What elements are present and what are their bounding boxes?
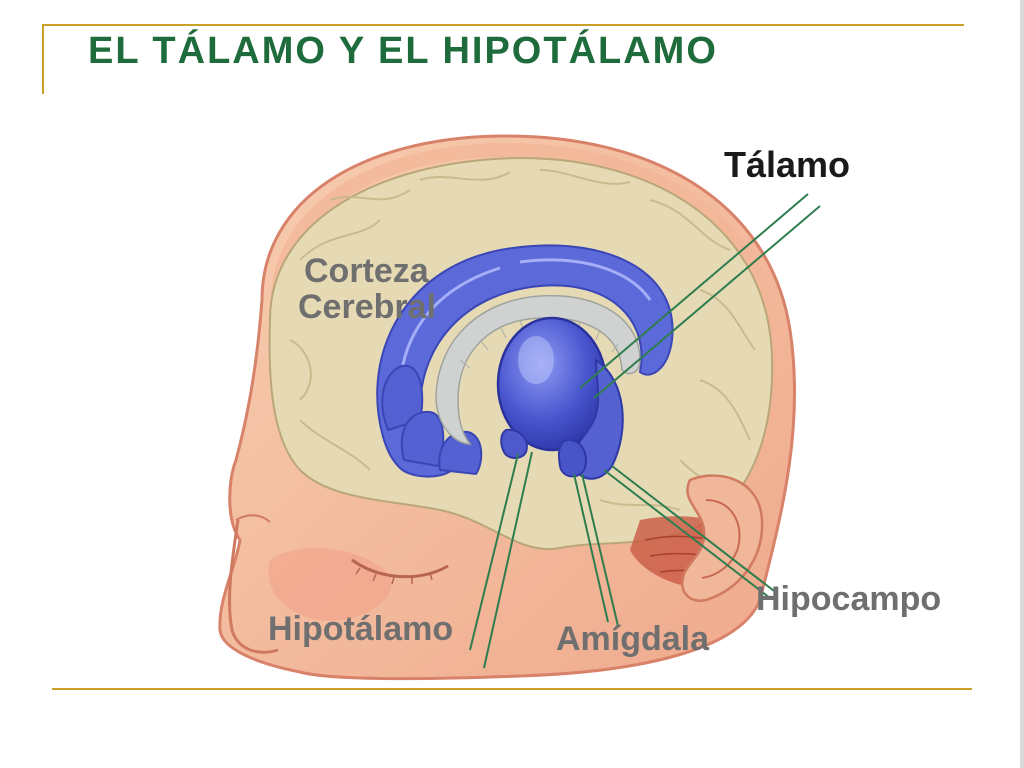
limbic-arc-lobes bbox=[381, 364, 483, 476]
label-hypothalamus: Hipotálamo bbox=[268, 610, 454, 648]
ear bbox=[681, 474, 764, 602]
leader-lines bbox=[469, 193, 821, 669]
label-thalamus: Tálamo bbox=[724, 144, 851, 185]
amygdala-leader-2 bbox=[581, 473, 619, 627]
label-amygdala: Amígdala bbox=[556, 620, 710, 658]
thalamus-highlight bbox=[518, 336, 554, 384]
hippocampus-leader-2 bbox=[611, 465, 779, 595]
amygdala-leader-1 bbox=[573, 473, 609, 623]
nose bbox=[228, 519, 279, 654]
label-hippocampus: Hipocampo bbox=[756, 580, 942, 618]
title-rule-top bbox=[42, 24, 964, 26]
hypothalamus-leader-2 bbox=[469, 453, 519, 651]
eyelid bbox=[351, 558, 449, 579]
corpus-callosum bbox=[435, 294, 641, 445]
ear-inner bbox=[701, 499, 741, 579]
slide-title: EL TÁLAMO Y EL HIPOTÁLAMO bbox=[88, 30, 718, 72]
thalamus-leader-2 bbox=[593, 205, 821, 399]
eyelashes bbox=[355, 567, 433, 585]
amygdala-shape bbox=[557, 438, 587, 478]
hippocampus-leader-1 bbox=[603, 469, 771, 599]
slide-edge-divider bbox=[1020, 0, 1024, 768]
hypothalamus-leader-1 bbox=[483, 451, 533, 669]
brow bbox=[235, 514, 271, 523]
scalp-rim bbox=[271, 142, 779, 331]
label-cortex-line2: Cerebral bbox=[298, 287, 436, 326]
bottom-rule bbox=[52, 688, 972, 690]
hypothalamus-shape bbox=[500, 428, 528, 459]
thalamus-leader-1 bbox=[579, 193, 809, 389]
label-cortex: Corteza Cerebral bbox=[298, 252, 436, 325]
label-cortex-line1: Corteza bbox=[304, 252, 429, 290]
title-rule-left bbox=[42, 24, 44, 94]
